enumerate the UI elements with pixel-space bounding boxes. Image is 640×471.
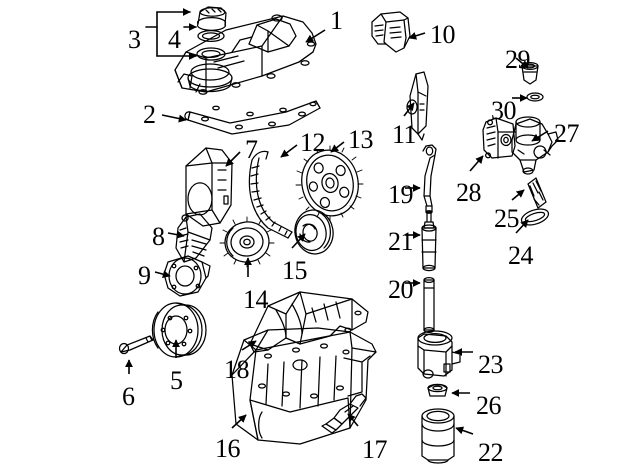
part-dipstick	[422, 144, 437, 223]
callout-number-20: 20	[388, 275, 414, 304]
part-engine-cover-shield	[371, 11, 411, 53]
part-timing-belt	[248, 150, 293, 239]
part-oil-pump	[511, 116, 559, 175]
callout-number-21: 21	[388, 227, 414, 256]
part-oil-filter-housing	[417, 330, 461, 379]
callout-number-2: 2	[143, 100, 156, 129]
leader-line-10	[408, 32, 426, 40]
callout-number-4: 4	[168, 25, 181, 54]
callout-number-13: 13	[348, 125, 374, 154]
callout-number-7: 7	[245, 135, 258, 164]
part-crankshaft-pulley	[151, 302, 207, 358]
callout-number-8: 8	[152, 222, 165, 251]
callout-number-24: 24	[508, 241, 534, 270]
leader-line-24	[515, 219, 529, 234]
part-filler-seal-upper	[197, 29, 225, 43]
part-oil-pump-drive-shaft	[527, 177, 547, 209]
callout-bracket-3	[145, 8, 197, 60]
leader-line-13	[330, 141, 345, 153]
callout-number-11: 11	[392, 120, 417, 149]
callout-number-6: 6	[122, 382, 135, 411]
leader-line-1	[305, 29, 326, 43]
callout-number-17: 17	[362, 435, 388, 464]
callout-number-16: 16	[215, 434, 241, 463]
leader-line-29	[515, 57, 529, 69]
part-oil-pump-plug-seal	[526, 92, 544, 102]
part-oil-filter	[421, 408, 455, 464]
callout-number-28: 28	[456, 178, 482, 207]
leader-line-25	[511, 189, 525, 201]
callout-number-15: 15	[282, 256, 308, 285]
leader-line-15	[291, 233, 306, 249]
callout-number-27: 27	[554, 119, 580, 148]
leader-line-17	[347, 413, 359, 427]
leader-line-9	[154, 270, 171, 279]
leader-line-22	[455, 426, 474, 435]
part-timing-belt-cover-upper	[185, 147, 233, 227]
callout-number-5: 5	[170, 366, 183, 395]
callout-number-10: 10	[430, 20, 456, 49]
part-dipstick-tube-funnel	[421, 221, 437, 272]
callout-number-22: 22	[478, 438, 504, 467]
part-intermediate-sprocket	[219, 216, 275, 268]
part-oil-filter-drain-plug	[427, 383, 448, 397]
callout-number-9: 9	[138, 261, 151, 290]
leader-line-28	[469, 155, 484, 172]
callout-number-14: 14	[243, 285, 269, 314]
callout-number-23: 23	[478, 350, 504, 379]
leader-line-18	[241, 340, 257, 351]
leader-line-12	[280, 144, 298, 158]
part-crankshaft-seal-flange	[163, 255, 211, 297]
part-pulley-bolt	[118, 335, 154, 355]
part-valve-cover-gasket	[184, 100, 321, 135]
callout-number-1: 1	[330, 6, 343, 35]
part-sealant-tube	[321, 393, 367, 434]
part-tensioner-pulley	[294, 209, 334, 255]
callout-number-29: 29	[505, 45, 531, 74]
leader-line-27	[531, 130, 549, 142]
callout-number-30: 30	[491, 96, 517, 125]
part-oil-filler-cap	[196, 6, 227, 31]
leader-line-11	[403, 102, 415, 117]
part-oil-pump-pickup-housing	[482, 117, 516, 159]
callout-number-25: 25	[494, 204, 520, 233]
leader-line-7	[225, 151, 241, 167]
leader-line-2	[161, 114, 187, 123]
callout-number-18: 18	[224, 355, 250, 384]
callout-number-3: 3	[128, 25, 141, 54]
part-dipstick-tube	[423, 276, 435, 334]
part-filler-seal-lower	[196, 47, 226, 61]
callout-number-12: 12	[300, 128, 326, 157]
leader-line-16	[231, 414, 247, 429]
callout-number-19: 19	[388, 180, 414, 209]
callout-number-26: 26	[476, 391, 502, 420]
part-camshaft-sprocket	[295, 145, 364, 221]
leader-line-8	[167, 230, 185, 239]
part-timing-belt-cover-lower	[175, 213, 213, 263]
